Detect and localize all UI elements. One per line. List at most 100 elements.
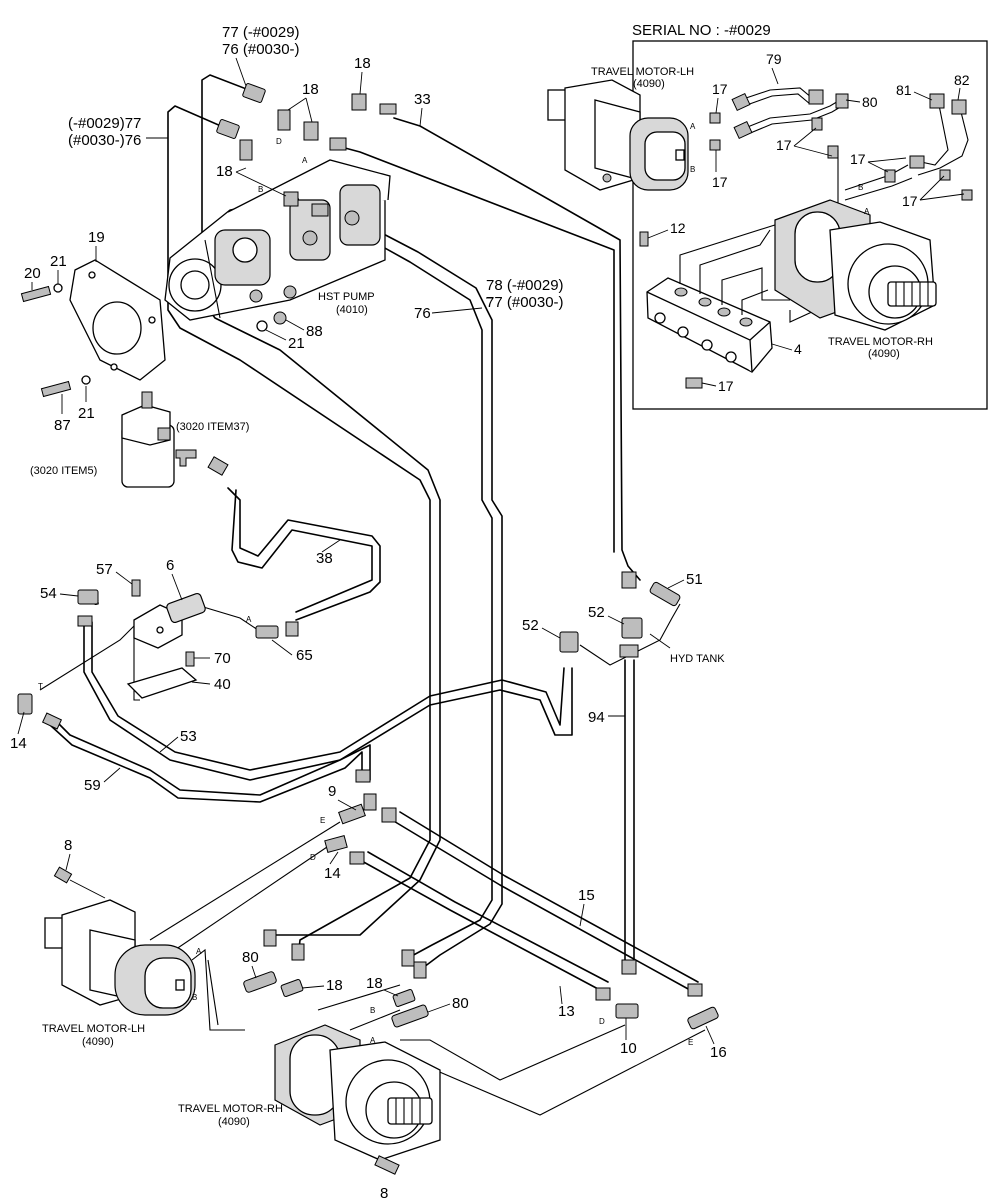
callout-15: 15	[578, 887, 595, 904]
inset-travel-motor-rh: TRAVEL MOTOR-RH (4090) B A	[774, 93, 973, 360]
callout-18-d: 18	[326, 977, 343, 994]
inset-manifold-block	[639, 231, 773, 389]
port-a-label: A	[370, 1036, 376, 1045]
callout-19: 19	[88, 229, 105, 246]
inset-rh-name: TRAVEL MOTOR-RH	[828, 336, 933, 348]
callout-40: 40	[214, 676, 231, 693]
port-a-label: A	[864, 207, 870, 216]
callout-78: 78 (-#0029)	[486, 277, 564, 294]
callout-21-c: 21	[78, 405, 95, 422]
callout-38: 38	[316, 550, 333, 567]
hyd-tank-label: HYD TANK	[670, 653, 725, 665]
mounting-plate	[20, 259, 166, 398]
port-d-label: D	[276, 137, 282, 146]
travel-motor-rh-ref: (4090)	[218, 1116, 250, 1128]
inset-callouts: 79 80 81 82 17 17 17 17 17 17 12 4	[647, 51, 970, 394]
callout-13: 13	[558, 1003, 575, 1020]
callout-54: 54	[40, 585, 57, 602]
callout-18-a: 18	[354, 55, 371, 72]
inset-lh-ref: (4090)	[633, 78, 665, 90]
callout-6: 6	[166, 557, 174, 574]
main-callouts: 77 (-#0029) 76 (#0030-) (-#0029)77 (#003…	[10, 24, 727, 1200]
port-b-label: B	[690, 165, 695, 174]
inset-lh-name: TRAVEL MOTOR-LH	[591, 66, 694, 78]
port-e-label: E	[688, 1038, 693, 1047]
callout-76-b: (#0030-)76	[68, 132, 141, 149]
travel-motor-rh-name: TRAVEL MOTOR-RH	[178, 1103, 283, 1115]
misc-fittings: T E D B A D E	[17, 571, 719, 1047]
callout-57: 57	[96, 561, 113, 578]
callout-17-c: 17	[776, 137, 792, 153]
main-pipes	[39, 74, 706, 1116]
solenoid-valve: B A	[94, 579, 299, 699]
port-a-label: A	[690, 122, 696, 131]
port-t-label: T	[38, 682, 43, 691]
callout-82: 82	[954, 72, 970, 88]
callout-14-a: 14	[10, 735, 27, 752]
callout-88: 88	[306, 323, 323, 340]
port-a-label: A	[302, 156, 308, 165]
tee-ref: (3020 ITEM37)	[176, 421, 249, 433]
callout-53: 53	[180, 728, 197, 745]
travel-motor-lh-ref: (4090)	[82, 1036, 114, 1048]
callout-77-a: 77 (-#0029)	[222, 24, 300, 41]
travel-motor-rh: TRAVEL MOTOR-RH (4090)	[178, 1024, 441, 1175]
callout-51: 51	[686, 571, 703, 588]
port-a-label: A	[246, 615, 252, 624]
port-d-label: D	[310, 853, 316, 862]
callout-18-c: 18	[216, 163, 233, 180]
hst-pump-ref: (4010)	[336, 304, 368, 316]
callout-14-b: 14	[324, 865, 341, 882]
inset-pipes-79-80	[709, 87, 849, 159]
port-a-label: A	[196, 947, 202, 956]
callout-76: 76	[414, 305, 431, 322]
inset-travel-motor-lh: TRAVEL MOTOR-LH (4090) A B	[547, 66, 696, 191]
callout-20: 20	[24, 265, 41, 282]
callout-80-b: 80	[452, 995, 469, 1012]
port-b-label: B	[258, 185, 263, 194]
port-b-label: B	[192, 993, 197, 1002]
callout-17-f: 17	[718, 378, 734, 394]
callout-76-a: 76 (#0030-)	[222, 41, 300, 58]
callout-52-b: 52	[522, 617, 539, 634]
callout-87: 87	[54, 417, 71, 434]
serial-header: SERIAL NO : -#0029	[632, 22, 771, 39]
hst-pump-name: HST PUMP	[318, 291, 375, 303]
callout-77-b: (-#0029)77	[68, 115, 141, 132]
inset-rh-ref: (4090)	[868, 348, 900, 360]
port-e-label: E	[320, 816, 325, 825]
callout-33: 33	[414, 91, 431, 108]
callout-10: 10	[620, 1040, 637, 1057]
callout-21-b: 21	[288, 335, 305, 352]
callout-18-e: 18	[366, 975, 383, 992]
return-filter: (3020 ITEM5) (3020 ITEM37)	[30, 391, 249, 488]
callout-16: 16	[710, 1044, 727, 1061]
callout-17-b: 17	[712, 174, 728, 190]
callout-81: 81	[896, 82, 912, 98]
callout-59: 59	[84, 777, 101, 794]
callout-79: 79	[766, 51, 782, 67]
callout-52-a: 52	[588, 604, 605, 621]
travel-motor-lh: TRAVEL MOTOR-LH (4090) A B	[42, 866, 202, 1048]
callout-70: 70	[214, 650, 231, 667]
port-d-label: D	[599, 1017, 605, 1026]
callout-18-b: 18	[302, 81, 319, 98]
callout-17-e: 17	[902, 193, 918, 209]
callout-21-a: 21	[50, 253, 67, 270]
callout-4: 4	[794, 341, 802, 357]
callout-17-a: 17	[712, 81, 728, 97]
callout-8: 8	[64, 837, 72, 854]
filter-ref: (3020 ITEM5)	[30, 465, 97, 477]
callout-8-b: 8	[380, 1185, 388, 1200]
hst-pump: HST PUMP (4010) B A D A	[164, 83, 397, 332]
travel-motor-lh-name: TRAVEL MOTOR-LH	[42, 1023, 145, 1035]
port-b-label: B	[858, 183, 863, 192]
callout-80-a: 80	[242, 949, 259, 966]
callout-65: 65	[296, 647, 313, 664]
callout-12: 12	[670, 220, 686, 236]
callout-80-inset: 80	[862, 94, 878, 110]
port-b-label: B	[370, 1006, 375, 1015]
callout-94: 94	[588, 709, 605, 726]
serial-inset: SERIAL NO : -#0029 TRAVEL MOTOR-LH (4090…	[547, 22, 988, 410]
